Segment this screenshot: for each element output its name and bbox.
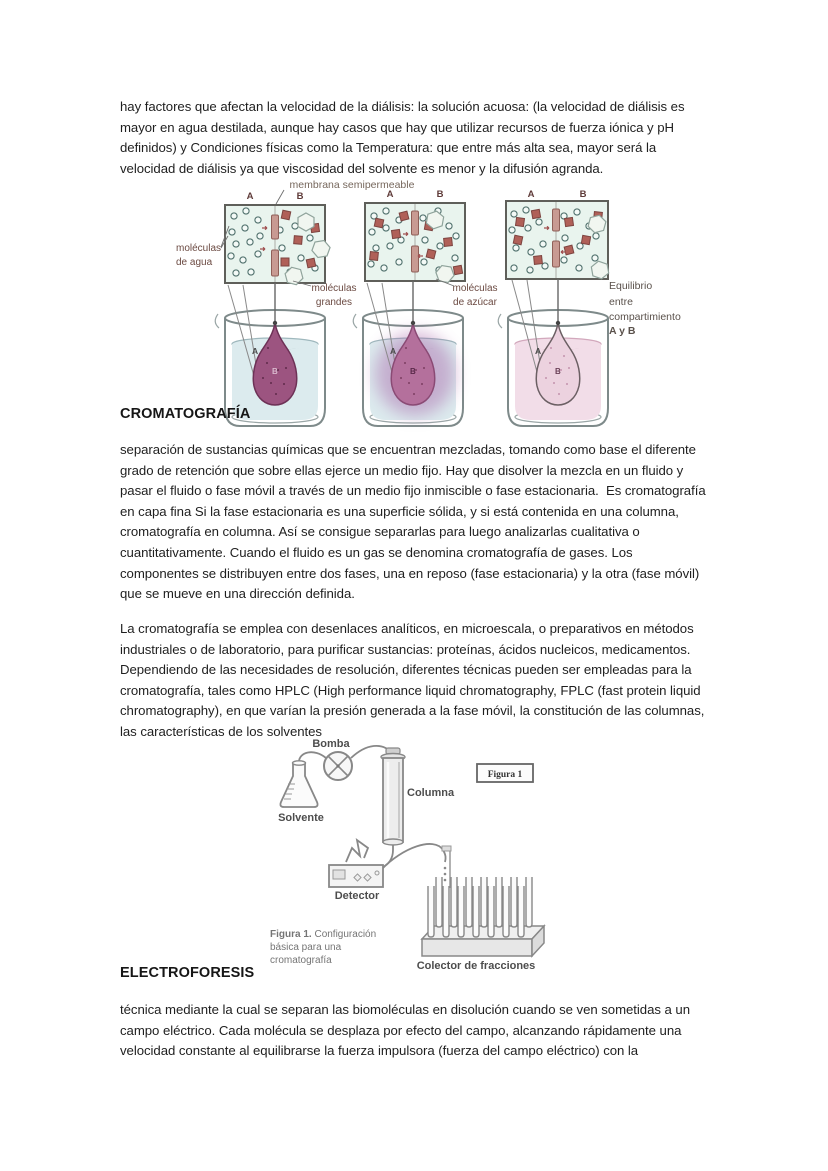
svg-text:de agua: de agua [176, 257, 213, 268]
column-icon [380, 747, 406, 850]
dialysis-bag-equilibrium [535, 322, 581, 406]
svg-text:moléculas: moléculas [311, 283, 356, 294]
sugar-molecules-label: moléculas de azúcar [435, 278, 498, 308]
membrane-channel [411, 245, 419, 273]
membrane-channel [271, 249, 279, 277]
tube-flask-to-pump [298, 751, 327, 763]
membrane-channel [552, 208, 560, 232]
svg-text:de azúcar: de azúcar [453, 297, 498, 308]
svg-text:moléculas: moléculas [452, 283, 497, 294]
compartment-a-label: A [247, 191, 254, 202]
dialysis-bag-start [252, 322, 298, 406]
svg-text:A: A [390, 346, 396, 356]
figure-number-box: Figura 1 [476, 763, 534, 783]
drip-point [441, 845, 452, 888]
bag-speckles [262, 347, 287, 395]
heading-electrophoresis: ELECTROFORESIS [120, 965, 255, 981]
solvent-label: Solvente [278, 812, 324, 824]
paragraph-electrophoresis: técnica mediante la cual se separan las … [120, 1002, 694, 1059]
svg-text:B: B [272, 367, 278, 376]
compartment-a-label: A [528, 189, 535, 200]
chromatography-figure: Bomba Solvente Columna [270, 738, 546, 972]
paragraph-dialysis-factors: hay factores que afectan la velocidad de… [120, 99, 689, 176]
figure-caption: Figura 1. Configuración básica para una … [270, 929, 376, 966]
detector-label: Detector [335, 890, 380, 902]
svg-text:entre: entre [609, 296, 633, 308]
figure-number-label: Figura 1 [488, 770, 523, 780]
large-molecules-label: moléculas grandes [292, 280, 357, 308]
paragraph-chromatography-applications: La cromatografía se emplea con desenlace… [120, 621, 709, 739]
svg-text:A: A [535, 346, 541, 356]
dialysis-figure: membrana semipermeable A B [176, 179, 681, 427]
svg-text:A: A [252, 346, 258, 356]
svg-text:básica para una: básica para una [270, 942, 342, 953]
heading-chromatography: CROMATOGRAFÍA [120, 406, 251, 422]
svg-text:moléculas: moléculas [176, 243, 221, 254]
detector-icon [328, 837, 384, 888]
svg-text:Equilibrio: Equilibrio [609, 280, 652, 292]
membrane-label: membrana semipermeable [290, 179, 415, 191]
compartment-b-label: B [437, 189, 444, 200]
pump-label: Bomba [312, 738, 350, 750]
water-molecules-label: moléculas de agua [176, 225, 230, 268]
solvent-flask-icon [279, 760, 319, 808]
svg-text:B: B [410, 367, 416, 376]
svg-text:cromatografía: cromatografía [270, 955, 332, 966]
fraction-collector-label: Colector de fracciones [417, 960, 536, 972]
dialysis-bag-middle [390, 322, 436, 406]
membrane-channel [411, 210, 419, 236]
beaker-start: A B [214, 283, 326, 427]
beaker-equilibrium: A B [497, 279, 609, 427]
column-label: Columna [407, 787, 455, 799]
fraction-collector-icon [420, 877, 546, 958]
bag-speckles [545, 347, 570, 395]
svg-text:A y B: A y B [609, 325, 636, 337]
paragraph-chromatography-definition: separación de sustancias químicas que se… [120, 442, 710, 602]
svg-text:grandes: grandes [316, 297, 352, 308]
membrane-leader-line [275, 189, 285, 205]
svg-text:Figura 1. Configuración: Figura 1. Configuración [270, 929, 376, 940]
svg-text:compartimiento: compartimiento [609, 311, 681, 323]
compartment-b-label: B [580, 189, 587, 200]
compartment-a-label: A [387, 189, 394, 200]
membrane-channel [552, 240, 560, 268]
pump-icon [323, 751, 353, 781]
beaker-middle: A B [352, 281, 464, 427]
svg-text:B: B [555, 367, 561, 376]
equilibrium-label: Equilibrio entre compartimiento A y B [609, 280, 681, 337]
bag-speckles [400, 347, 425, 395]
compartment-b-label: B [297, 191, 304, 202]
membrane-channel [271, 214, 279, 240]
